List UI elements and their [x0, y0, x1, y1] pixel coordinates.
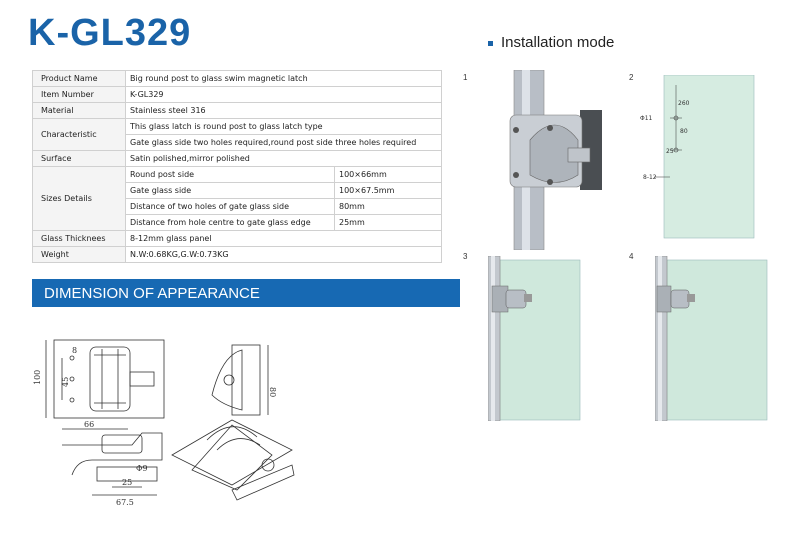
- size-value: 80mm: [334, 198, 442, 215]
- spec-key: Product Name: [32, 70, 126, 87]
- dimension-drawing: 100 45 8 80 66 Φ9 25 67.5: [33, 339, 295, 507]
- dim-100: 100: [33, 370, 42, 385]
- table-row: Item Number K-GL329: [32, 86, 442, 103]
- front-view-outline: [53, 339, 165, 419]
- spec-key: Surface: [32, 150, 126, 167]
- isometric-base: [171, 419, 293, 486]
- spec-value: Stainless steel 316: [125, 102, 442, 119]
- step-number: 1: [463, 73, 468, 82]
- dimension-banner: DIMENSION OF APPEARANCE: [32, 279, 460, 307]
- dim-80: 80: [680, 128, 688, 135]
- dim-8: 8: [72, 346, 77, 355]
- spec-key: Item Number: [32, 86, 126, 103]
- table-row: Glass Thicknees 8-12mm glass panel: [32, 230, 442, 247]
- dim-260: 260: [678, 100, 690, 107]
- size-name: Distance from hole centre to gate glass …: [125, 214, 335, 231]
- spec-value: K-GL329: [125, 86, 442, 103]
- step-number: 3: [463, 252, 468, 261]
- size-value: 100×66mm: [334, 166, 442, 183]
- spec-value: N.W:0.68KG,G.W:0.73KG: [125, 246, 442, 263]
- table-row: Sizes Details Round post side 100×66mm: [32, 166, 442, 231]
- table-row: Surface Satin polished,mirror polished: [32, 150, 442, 167]
- spec-table: Product Name Big round post to glass swi…: [32, 70, 442, 263]
- dim-45: 45: [61, 377, 70, 387]
- dim-66: 66: [84, 420, 94, 429]
- spec-key: Material: [32, 102, 126, 119]
- installation-label: Installation mode: [501, 34, 615, 51]
- spec-value: Big round post to glass swim magnetic la…: [125, 70, 442, 87]
- banner-label: DIMENSION OF APPEARANCE: [44, 285, 260, 302]
- dim-8-12: 8-12: [643, 174, 657, 181]
- dim-phi9: Φ9: [136, 464, 148, 473]
- spec-key: Weight: [32, 246, 126, 263]
- spec-value: This glass latch is round post to glass …: [125, 118, 442, 135]
- bullet-square-icon: [488, 40, 493, 46]
- size-name: Round post side: [125, 166, 335, 183]
- step-number: 4: [629, 252, 634, 261]
- step-number: 2: [629, 73, 634, 82]
- size-value: 25mm: [334, 214, 442, 231]
- product-title: K-GL329: [28, 12, 192, 54]
- dim-67-5: 67.5: [116, 498, 134, 507]
- spec-key: Glass Thicknees: [32, 230, 126, 247]
- install-step-1: [509, 70, 602, 250]
- dim-80: 80: [268, 387, 277, 397]
- dim-25: 25: [666, 148, 674, 155]
- spec-key: Characteristic: [32, 118, 126, 151]
- install-step-3: [488, 256, 581, 421]
- spec-key: Sizes Details: [32, 166, 126, 231]
- size-value: 100×67.5mm: [334, 182, 442, 199]
- table-row: Weight N.W:0.68KG,G.W:0.73KG: [32, 246, 442, 263]
- installation-heading: Installation mode: [488, 34, 614, 51]
- dim-25: 25: [122, 478, 132, 487]
- table-row: Characteristic This glass latch is round…: [32, 118, 442, 151]
- install-step-2: 260 Φ11 80 25 8-12: [640, 75, 755, 239]
- spec-value: Satin polished,mirror polished: [125, 150, 442, 167]
- spec-value: 8-12mm glass panel: [125, 230, 442, 247]
- spec-value: Gate glass side two holes required,round…: [125, 134, 442, 151]
- size-name: Distance of two holes of gate glass side: [125, 198, 335, 215]
- dim-phi11: Φ11: [640, 115, 653, 122]
- table-row: Gate glass side 100×67.5mm: [33, 182, 442, 199]
- table-row: Distance of two holes of gate glass side…: [33, 198, 442, 215]
- size-name: Gate glass side: [125, 182, 335, 199]
- install-step-4: [655, 256, 768, 421]
- table-row: Product Name Big round post to glass swi…: [32, 70, 442, 87]
- table-row: Material Stainless steel 316: [32, 102, 442, 119]
